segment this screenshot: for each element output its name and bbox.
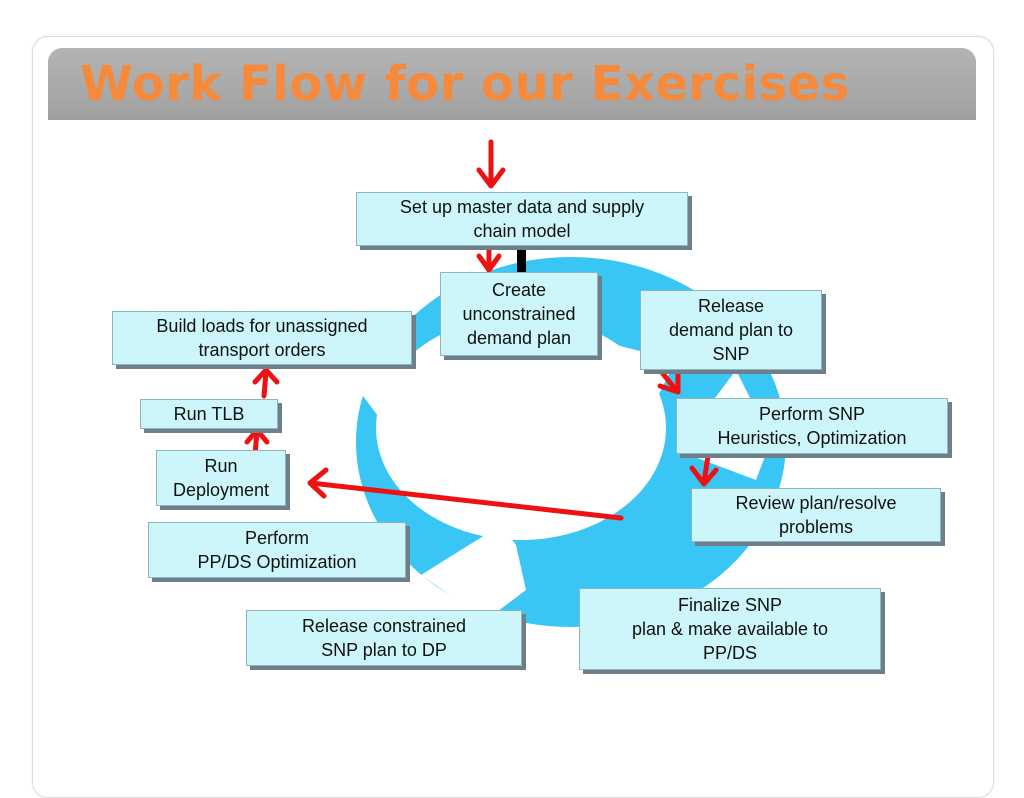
step-create-demand-plan: Create unconstrained demand plan (440, 272, 598, 356)
step-snp-heuristics-label: Perform SNP Heuristics, Optimization (717, 404, 907, 448)
step-release-demand-plan: Release demand plan to SNP (640, 290, 822, 370)
step-finalize-label: Finalize SNP plan & make available to PP… (631, 595, 829, 663)
connector-bar (517, 245, 526, 273)
step-setup-label: Set up master data and supply chain mode… (399, 197, 645, 241)
step-review-label: Review plan/resolve problems (735, 493, 897, 537)
step-setup-master-data: Set up master data and supply chain mode… (356, 192, 688, 246)
title-bar (48, 48, 976, 120)
step-finalize-snp: Finalize SNP plan & make available to PP… (579, 588, 881, 670)
slide-title: Work Flow for our Exercises (80, 56, 850, 112)
arrow-setup-to-create (476, 243, 502, 273)
step-build-loads-label: Build loads for unassigned transport ord… (156, 316, 368, 360)
step-release-constrained: Release constrained SNP plan to DP (246, 610, 522, 666)
step-create-label: Create unconstrained demand plan (462, 280, 576, 348)
step-run-deployment: Run Deployment (156, 450, 286, 506)
arrow-tlb-to-build (252, 367, 280, 399)
arrow-top-down (476, 139, 506, 189)
arrow-release-to-snp (657, 367, 681, 395)
arrow-review-to-deployment (307, 467, 624, 521)
step-run-tlb: Run TLB (140, 399, 278, 429)
cycle-ring-hole (376, 316, 666, 540)
step-deployment-label: Run Deployment (172, 456, 270, 500)
step-release-constrained-label: Release constrained SNP plan to DP (301, 616, 467, 660)
step-review-plan: Review plan/resolve problems (691, 488, 941, 542)
step-snp-heuristics: Perform SNP Heuristics, Optimization (676, 398, 948, 454)
step-release-demand-label: Release demand plan to SNP (668, 296, 794, 364)
step-ppds-label: Perform PP/DS Optimization (197, 528, 357, 572)
step-tlb-label: Run TLB (173, 404, 245, 424)
slide-content: Set up master data and supply chain mode… (36, 120, 988, 730)
arrow-snp-to-review (689, 453, 719, 487)
cycle-notch-bottom-left (421, 525, 526, 620)
step-ppds-optimization: Perform PP/DS Optimization (148, 522, 406, 578)
step-build-loads: Build loads for unassigned transport ord… (112, 311, 412, 365)
